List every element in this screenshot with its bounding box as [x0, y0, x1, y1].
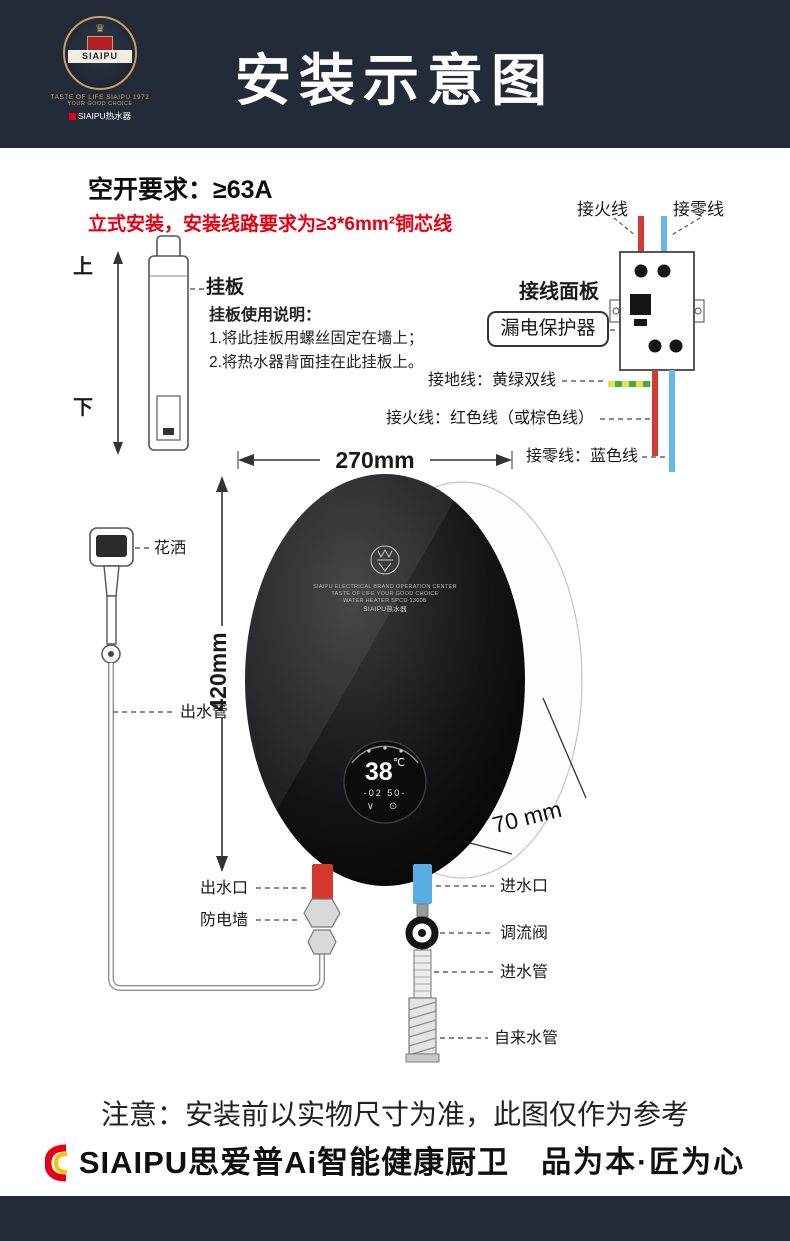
- crest-emblem-icon: ♛ SIAIPU: [63, 16, 137, 90]
- bracket-instructions-title: 挂板使用说明：: [209, 307, 322, 324]
- display-sub-values: -02 50-: [363, 788, 407, 798]
- heater-crest-icon: [370, 545, 400, 575]
- heater-brand-text: SIAIPU ELECTRICAL BRAND OPERATION CENTER…: [285, 584, 485, 613]
- inlet-port: [413, 864, 432, 918]
- crown-icon: ♛: [95, 23, 105, 35]
- tap-water-pipe-drawing: [405, 997, 440, 1063]
- outlet-port: [312, 864, 333, 908]
- leader-lines: [113, 288, 668, 1039]
- crest-sub-brand: SIAIPU热水器: [44, 110, 156, 122]
- mounting-plate-drawing: [148, 235, 189, 451]
- leakage-protector-label: 漏电保护器: [487, 311, 609, 347]
- brand-flag-icon: [44, 1144, 67, 1182]
- down-label: 下: [73, 397, 93, 419]
- brand-crest: ♛ SIAIPU TASTE OF LIFE SIAIPU 1972 YOUR …: [44, 16, 156, 122]
- inlet-pipe-label: 进水管: [500, 964, 549, 981]
- ground-wire-label: 接地线：黄绿双线: [428, 372, 557, 389]
- heater-front: [245, 474, 525, 886]
- heater-display-ring: [343, 740, 427, 824]
- wiring-requirement: 立式安装，安装线路要求为≥3*6mm²铜芯线: [88, 214, 453, 235]
- display-temp-unit: ℃: [392, 757, 406, 769]
- brand-slogan: 品为本·匠为心: [541, 1146, 746, 1179]
- header-band: ♛ SIAIPU TASTE OF LIFE SIAIPU 1972 YOUR …: [0, 0, 790, 148]
- display-temp-value: 38: [364, 758, 393, 786]
- output-wires: [652, 370, 675, 472]
- brand-name: SIAIPU思爱普Ai智能健康厨卫: [78, 1145, 510, 1181]
- heater-brand-line: SIAIPU ELECTRICAL BRAND OPERATION CENTER: [313, 584, 457, 590]
- crest-tagline-2: YOUR GOOD CHOICE: [67, 101, 133, 107]
- flow-valve-label: 调流阀: [500, 925, 549, 942]
- breaker-requirement: 空开要求：≥63A: [88, 176, 273, 204]
- bracket-label: 挂板: [206, 277, 245, 298]
- water-outlet-label: 出水口: [200, 880, 249, 897]
- flow-valve-drawing: [405, 916, 439, 950]
- outlet-pipe-label: 出水管: [180, 704, 229, 721]
- updown-arrow: [113, 251, 123, 455]
- crest-tagline: TASTE OF LIFE SIAIPU 1972: [50, 94, 150, 101]
- shower-head-drawing: [89, 527, 134, 664]
- supply-wires: [613, 216, 701, 258]
- neutral-wire-label: 接零线：蓝色线: [526, 448, 639, 465]
- shower-label: 花洒: [154, 540, 187, 557]
- heater-brand-line: TASTE OF LIFE YOUR GOOD CHOICE: [331, 591, 439, 597]
- display-icons: ∨ ⊙: [366, 800, 404, 812]
- width-dimension: 270mm: [320, 446, 430, 474]
- up-label: 上: [73, 256, 93, 278]
- heater-display: 38℃ -02 50- ∨ ⊙: [340, 757, 430, 813]
- footer-band: [0, 1196, 790, 1241]
- page-title: 安装示意图: [235, 49, 555, 112]
- outlet-pipe-drawing: [108, 663, 325, 991]
- inlet-pipe-drawing: [413, 949, 432, 999]
- anti-electric-wall-label: 防电墙: [200, 912, 249, 929]
- crest-banner: SIAIPU: [68, 50, 132, 63]
- display-temperature: 38℃: [340, 757, 430, 787]
- live-wire-label: 接火线：红色线（或棕色线）: [386, 410, 595, 427]
- depth-dimension-lines: [469, 697, 587, 855]
- tap-water-pipe-label: 自来水管: [494, 1030, 559, 1047]
- bracket-step-1: 1.将此挂板用螺丝固定在墙上；: [209, 330, 424, 347]
- caution-note: 注意：安装前以实物尺寸为准，此图仅作为参考: [100, 1099, 689, 1130]
- live-wire-top-label: 接火线: [577, 200, 628, 219]
- heater-brand-line: WATER HEATER SPCD 1300B: [343, 598, 427, 604]
- heater-brand-line: SIAIPU热水器: [363, 606, 407, 613]
- anti-electric-wall-nuts: [303, 898, 341, 955]
- wiring-panel-label: 接线面板: [519, 281, 599, 303]
- brand-line: SIAIPU思爱普Ai智能健康厨卫 品为本·匠为心: [0, 1144, 790, 1182]
- red-square-icon: [68, 113, 76, 121]
- breaker-panel: [609, 251, 705, 371]
- water-inlet-label: 进水口: [500, 878, 549, 895]
- bracket-step-2: 2.将热水器背面挂在此挂板上。: [209, 354, 424, 371]
- neutral-wire-top-label: 接零线: [673, 200, 724, 219]
